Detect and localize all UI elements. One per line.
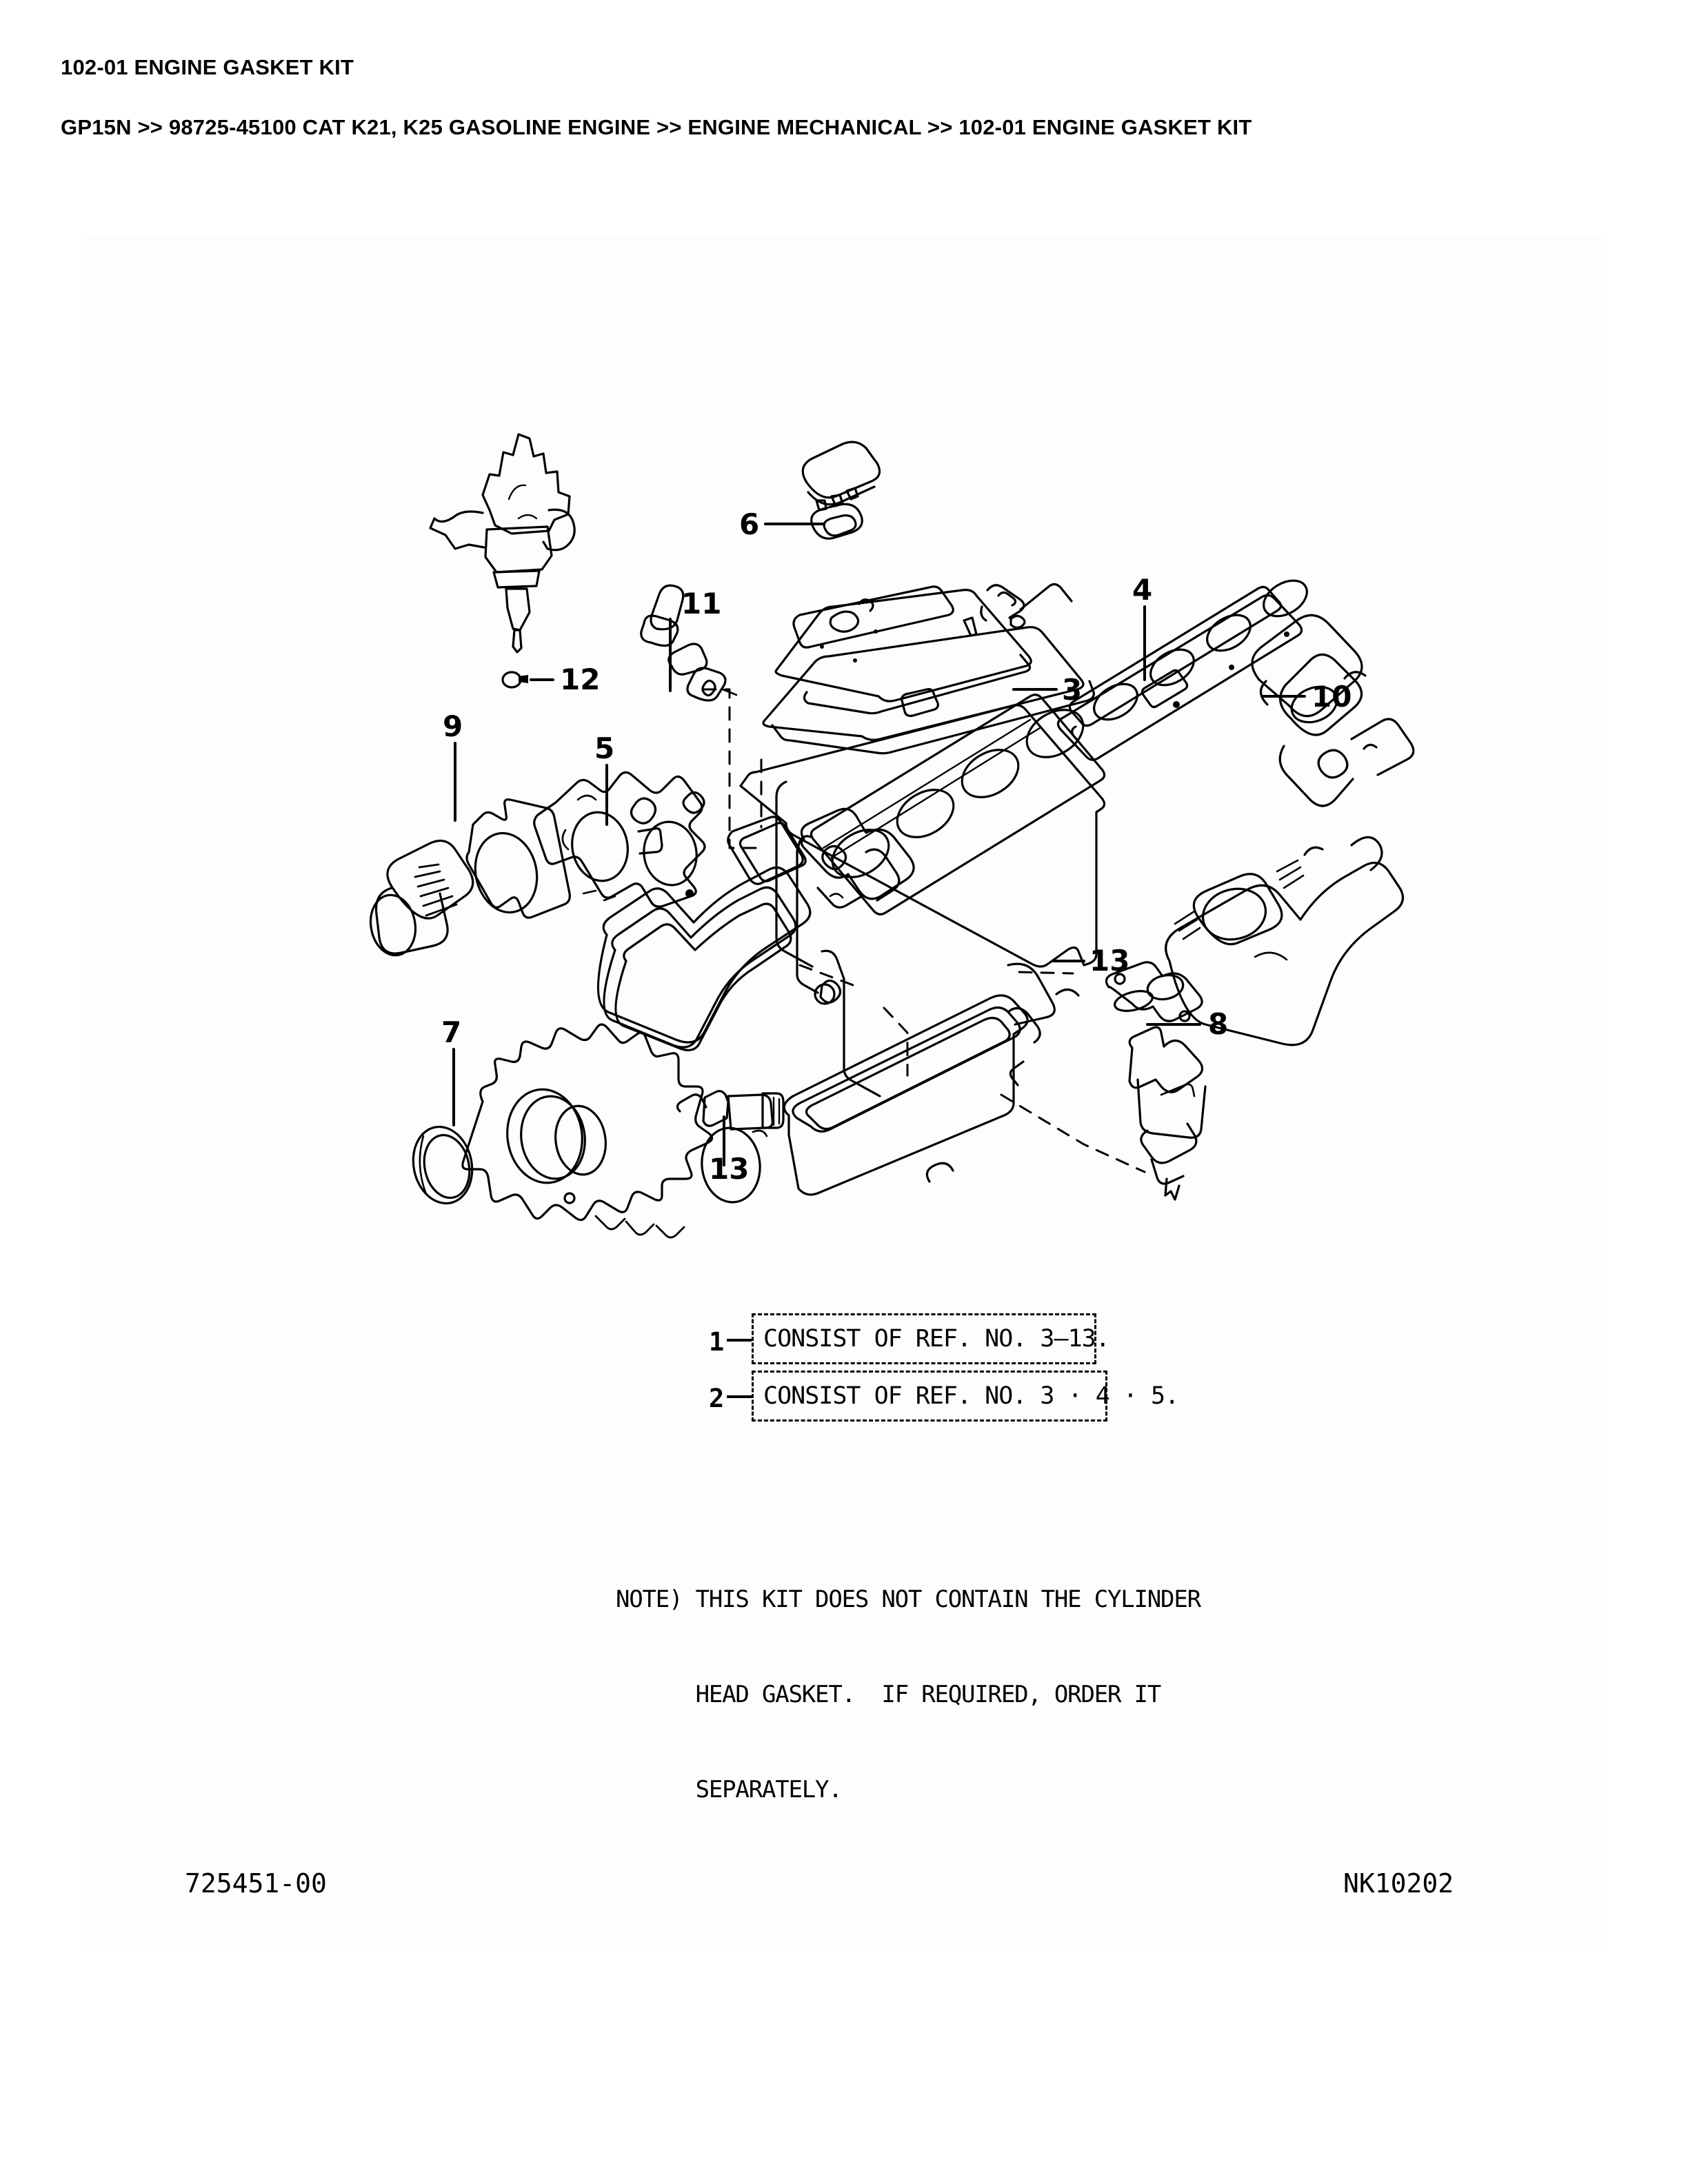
footer-right-code: NK10202 — [1343, 1868, 1454, 1899]
callout-3: 3 — [1062, 673, 1082, 707]
callout-7: 7 — [441, 1015, 461, 1049]
oil-filler-cap-part — [801, 441, 881, 512]
water-pump-gasket-8-part — [1105, 961, 1203, 1022]
callout-13-lower: 13 — [709, 1152, 749, 1186]
front-cover-part — [461, 1023, 768, 1239]
distributor-part — [429, 433, 576, 654]
breadcrumb: GP15N >> 98725-45100 CAT K21, K25 GASOLI… — [61, 115, 1252, 139]
note-line-2: HEAD GASKET. IF REQUIRED, ORDER IT — [616, 1681, 1162, 1708]
exhaust-manifold-upper-part — [1251, 614, 1415, 807]
footer-left-code: 725451-00 — [185, 1868, 327, 1899]
manifold-gasket-part — [1056, 579, 1308, 761]
ref-number-1: 1 — [709, 1327, 725, 1357]
diagram-panel — [81, 236, 1605, 1946]
callout-leaders — [452, 523, 1306, 1166]
plug-13-lower-part — [676, 1090, 785, 1131]
assembly-guide-lines — [702, 688, 1146, 1173]
filler-cap-gasket-6-part — [810, 503, 863, 540]
callout-10: 10 — [1312, 680, 1352, 714]
ref-number-2: 2 — [709, 1384, 725, 1413]
callout-5: 5 — [594, 731, 614, 765]
ref-tick-1 — [727, 1339, 752, 1342]
note-line-3: SEPARATELY. — [616, 1776, 843, 1803]
rocker-cover-part — [774, 583, 1073, 702]
callout-6: 6 — [739, 507, 759, 541]
callout-12: 12 — [560, 663, 600, 696]
note-line-1: NOTE) THIS KIT DOES NOT CONTAIN THE CYLI… — [616, 1586, 1201, 1613]
carburetor-elbow-part — [369, 839, 474, 957]
oil-pan-part — [783, 994, 1041, 1196]
callout-9: 9 — [443, 709, 463, 743]
note-block: NOTE) THIS KIT DOES NOT CONTAIN THE CYLI… — [616, 1520, 1201, 1869]
exhaust-manifold-lower-part — [1165, 836, 1405, 1046]
throttle-gasket-5-part — [727, 816, 807, 885]
throttle-body-part — [533, 771, 706, 908]
oring-12-part — [501, 671, 528, 689]
ref-box-1: CONSIST OF REF. NO. 3—13. — [752, 1313, 1110, 1364]
ref-box-2: CONSIST OF REF. NO. 3 · 4 · 5. — [752, 1371, 1179, 1422]
callout-13-right: 13 — [1089, 944, 1129, 978]
callout-8: 8 — [1208, 1007, 1228, 1041]
rocker-cover-gasket-part — [762, 626, 1095, 755]
cylinder-block-part — [739, 694, 1106, 1098]
callout-4: 4 — [1132, 573, 1152, 607]
water-pump-part — [1128, 1026, 1207, 1201]
front-cover-gasket-part — [596, 866, 812, 1051]
front-oil-seal-7-part — [412, 1125, 474, 1205]
callout-11: 11 — [681, 587, 721, 620]
page-title: 102-01 ENGINE GASKET KIT — [61, 55, 354, 79]
ref-tick-2 — [727, 1395, 752, 1398]
insulator-gasket-9-part — [465, 798, 571, 919]
